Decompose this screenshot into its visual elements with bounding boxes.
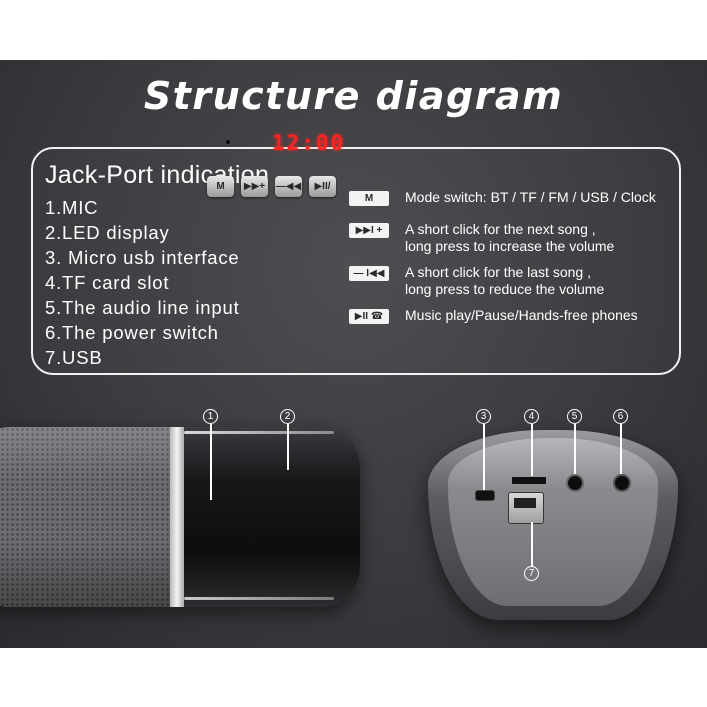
legend-line: Music play/Pause/Hands-free phones	[405, 307, 638, 323]
control-panel	[184, 427, 360, 607]
callout-line-2	[287, 424, 289, 470]
power-switch	[613, 474, 631, 492]
led-display: 12:00	[272, 131, 346, 155]
port-item-usb: 7.USB	[45, 347, 103, 368]
port-item-micro-usb: 3. Micro usb interface	[45, 247, 240, 268]
speaker-body	[0, 427, 360, 607]
legend-line: Mode switch: BT / TF / FM / USB / Clock	[405, 189, 656, 205]
callout-2: 2	[280, 409, 295, 424]
callout-4: 4	[524, 409, 539, 424]
usb-port	[508, 492, 544, 524]
legend-text-next: A short click for the next song , long p…	[405, 221, 614, 255]
panel-rim	[184, 431, 334, 434]
grille-shading	[0, 427, 180, 607]
mic-hole	[226, 140, 230, 144]
legend-row-prev: — I◀◀ A short click for the last song , …	[349, 264, 604, 298]
legend-row-play: ▶II ☎ Music play/Pause/Hands-free phones	[349, 307, 638, 324]
jack-port-info-box: Jack-Port indication 1.MIC 2.LED display…	[31, 147, 681, 375]
legend-text-prev: A short click for the last song , long p…	[405, 264, 604, 298]
legend-line: A short click for the last song ,	[405, 264, 591, 280]
callout-line-3	[483, 424, 485, 490]
legend-text-play: Music play/Pause/Hands-free phones	[405, 307, 638, 324]
speaker-grille	[0, 427, 180, 607]
panel-next-button: ▶▶+	[241, 176, 268, 197]
legend-row-next: ▶▶I + A short click for the next song , …	[349, 221, 614, 255]
panel-play-button: ▶II/	[309, 176, 336, 197]
port-item-tf: 4.TF card slot	[45, 272, 170, 293]
prev-volume-down-key-icon: — I◀◀	[349, 266, 389, 281]
play-pause-call-key-icon: ▶II ☎	[349, 309, 389, 324]
audio-line-jack	[566, 474, 584, 492]
chrome-trim	[170, 427, 184, 607]
port-item-audio-in: 5.The audio line input	[45, 297, 240, 318]
legend-line: long press to increase the volume	[405, 238, 615, 254]
mode-key-icon: M	[349, 191, 389, 206]
panel-mode-button: M	[207, 176, 234, 197]
callout-6: 6	[613, 409, 628, 424]
callout-line-4	[531, 424, 533, 476]
callout-3: 3	[476, 409, 491, 424]
diagram-title: Structure diagram	[143, 74, 564, 118]
tf-card-slot	[512, 477, 546, 484]
callout-line-7	[531, 522, 533, 566]
panel-rim	[184, 597, 334, 600]
product-diagram: Structure diagram Jack-Port indication 1…	[0, 60, 707, 648]
panel-prev-button: —◀◀	[275, 176, 302, 197]
callout-line-1	[210, 424, 212, 500]
usb-port-tongue	[514, 498, 536, 508]
port-item-led: 2.LED display	[45, 222, 170, 243]
legend-text-mode: Mode switch: BT / TF / FM / USB / Clock	[405, 189, 656, 206]
legend-line: long press to reduce the volume	[405, 281, 605, 297]
port-list: 1.MIC 2.LED display 3. Micro usb interfa…	[45, 195, 240, 370]
callout-line-5	[574, 424, 576, 474]
end-cap-face	[448, 438, 658, 606]
callout-line-6	[620, 424, 622, 474]
info-heading: Jack-Port indication	[45, 161, 270, 189]
callout-7: 7	[524, 566, 539, 581]
legend-line: A short click for the next song ,	[405, 221, 596, 237]
micro-usb-port	[475, 490, 495, 501]
legend-row-mode: M Mode switch: BT / TF / FM / USB / Cloc…	[349, 189, 656, 206]
port-item-mic: 1.MIC	[45, 197, 99, 218]
callout-1: 1	[203, 409, 218, 424]
port-item-power: 6.The power switch	[45, 322, 219, 343]
next-volume-up-key-icon: ▶▶I +	[349, 223, 389, 238]
callout-5: 5	[567, 409, 582, 424]
